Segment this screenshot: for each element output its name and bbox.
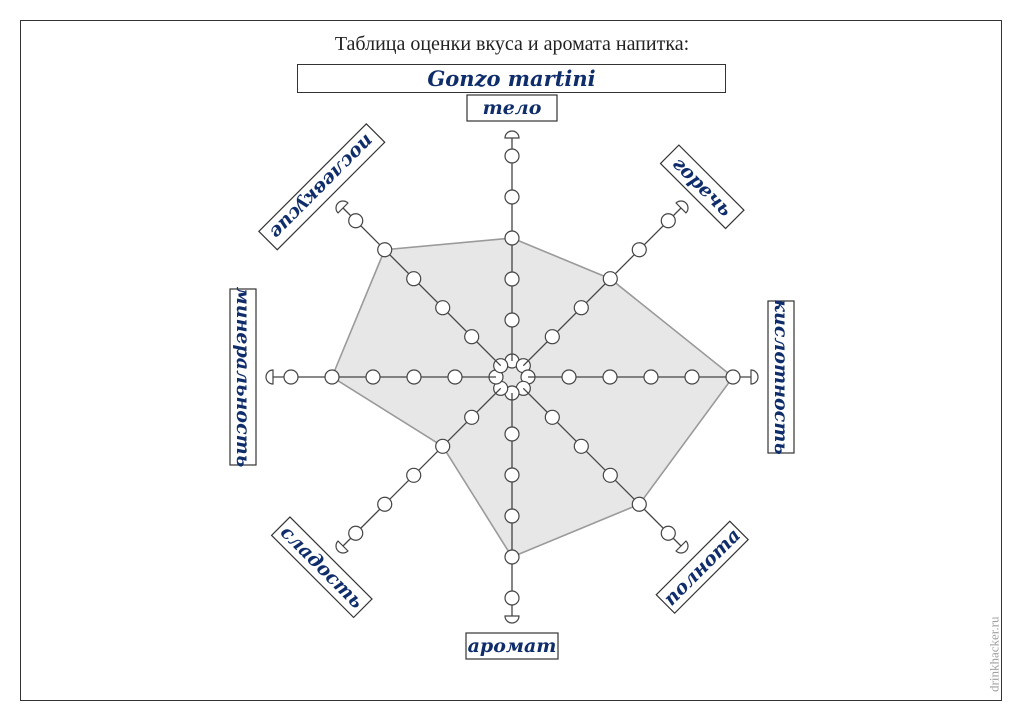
axis-label-text: минеральность (232, 287, 254, 468)
scale-node (406, 467, 422, 483)
page-title: Таблица оценки вкуса и аромата напитка: (334, 33, 690, 55)
scale-node (447, 369, 463, 385)
axis-label-box (229, 288, 257, 466)
scale-node (660, 213, 676, 229)
scale-node (504, 312, 520, 328)
scale-node (504, 271, 520, 287)
scale-node (464, 329, 480, 345)
scale-node (725, 369, 741, 385)
scale-node (348, 525, 364, 541)
scale-node (504, 549, 520, 565)
scale-node (283, 369, 299, 385)
scale-node (631, 242, 647, 258)
axis-end-cap (504, 130, 520, 139)
axis-end-cap (335, 200, 349, 214)
scale-node (464, 409, 480, 425)
axis-end-cap (265, 369, 274, 385)
axis-label-box (659, 144, 745, 230)
axis-label-box (270, 516, 373, 619)
axis-end-cap (750, 369, 759, 385)
scale-node (660, 525, 676, 541)
scale-node (561, 369, 577, 385)
scale-node (504, 230, 520, 246)
axis-label-text: кислотность (770, 299, 792, 455)
scale-node (573, 438, 589, 454)
scale-node (504, 467, 520, 483)
scale-node (406, 369, 422, 385)
radar-axes-group (265, 130, 759, 624)
scale-node (602, 467, 618, 483)
scale-node (544, 329, 560, 345)
axis-end-cap (675, 200, 689, 214)
axis-label-box (655, 520, 750, 615)
scale-node (602, 271, 618, 287)
axis-label-4: аромат (465, 632, 559, 660)
scale-node (544, 409, 560, 425)
scale-node (643, 369, 659, 385)
axis-label-text: аромат (468, 635, 557, 657)
scale-node (435, 438, 451, 454)
scale-node (504, 426, 520, 442)
axis-label-2: кислотность (767, 299, 795, 455)
drink-name-field[interactable]: Gonzo martini (297, 64, 726, 93)
axis-end-cap (675, 540, 689, 554)
scale-node (406, 271, 422, 287)
axis-label-box (258, 123, 386, 251)
axis-end-cap (335, 540, 349, 554)
axis-label-0: тело (466, 94, 558, 122)
scale-node (684, 369, 700, 385)
scale-node (504, 508, 520, 524)
axis-label-box (465, 632, 559, 660)
scale-node (631, 496, 647, 512)
scale-node (348, 213, 364, 229)
scale-node (504, 590, 520, 606)
scale-node (504, 189, 520, 205)
scale-node (377, 242, 393, 258)
scale-node (324, 369, 340, 385)
axis-label-6: минеральность (229, 287, 257, 468)
axis-label-text: тело (483, 97, 542, 119)
scale-node (602, 369, 618, 385)
page-frame (20, 20, 1002, 701)
scale-node (573, 300, 589, 316)
scale-node (377, 496, 393, 512)
scale-node (435, 300, 451, 316)
scale-node (504, 148, 520, 164)
axis-label-box (767, 300, 795, 454)
axis-label-box (466, 94, 558, 122)
axis-end-cap (504, 615, 520, 624)
scale-node (365, 369, 381, 385)
